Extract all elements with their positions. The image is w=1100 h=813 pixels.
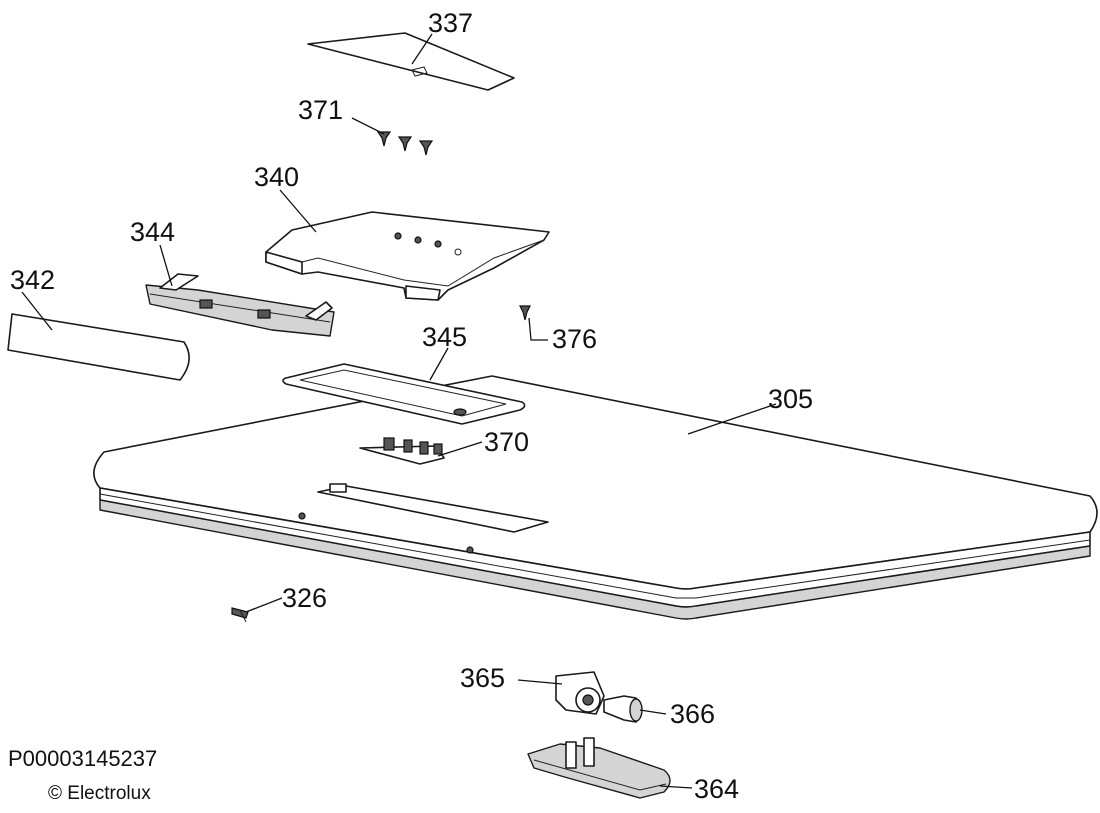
- label-345: 345: [422, 322, 467, 352]
- leader-366: [639, 709, 667, 715]
- copyright-notice: © Electrolux: [48, 783, 151, 804]
- leader-344: [159, 244, 173, 287]
- leader-340: [279, 189, 317, 233]
- leader-305: [687, 403, 777, 435]
- label-366: 366: [670, 699, 715, 729]
- label-340: 340: [254, 162, 299, 192]
- part-labels: 337 371 340 344 342 345 376 305 370 326 …: [10, 8, 813, 804]
- leader-342: [21, 291, 53, 331]
- part-326-screw: [231, 607, 249, 623]
- label-337: 337: [428, 8, 473, 38]
- part-342-strip: [7, 313, 190, 381]
- label-326: 326: [282, 583, 327, 613]
- part-370-board: [359, 437, 445, 465]
- label-365: 365: [460, 663, 505, 693]
- leader-364: [659, 785, 693, 789]
- label-342: 342: [10, 265, 55, 295]
- label-364: 364: [694, 774, 739, 804]
- part-366-pin: [603, 695, 643, 723]
- label-376: 376: [552, 324, 597, 354]
- part-371-screws: [376, 131, 434, 156]
- leader-370: [437, 441, 483, 457]
- leader-337: [411, 33, 433, 65]
- leader-365: [517, 679, 563, 685]
- label-344: 344: [130, 217, 175, 247]
- label-370: 370: [484, 427, 529, 457]
- document-id: P00003145237: [8, 746, 158, 771]
- leader-326: [245, 597, 283, 613]
- leader-lines: [21, 33, 777, 789]
- part-365-hinge: [555, 671, 605, 715]
- part-376-screw: [519, 305, 531, 321]
- part-345-gasket: [282, 363, 526, 425]
- part-344-bracket: [145, 273, 335, 337]
- leader-371: [351, 117, 385, 135]
- leader-345: [429, 347, 449, 381]
- part-340-cover: [265, 211, 550, 301]
- part-305-top: [93, 375, 1098, 620]
- leader-376: [528, 317, 548, 341]
- part-337-panel: [307, 32, 515, 91]
- part-305-recess-plate: [317, 483, 549, 533]
- part-364-handle: [527, 737, 671, 799]
- label-305: 305: [768, 384, 813, 414]
- label-371: 371: [298, 95, 343, 125]
